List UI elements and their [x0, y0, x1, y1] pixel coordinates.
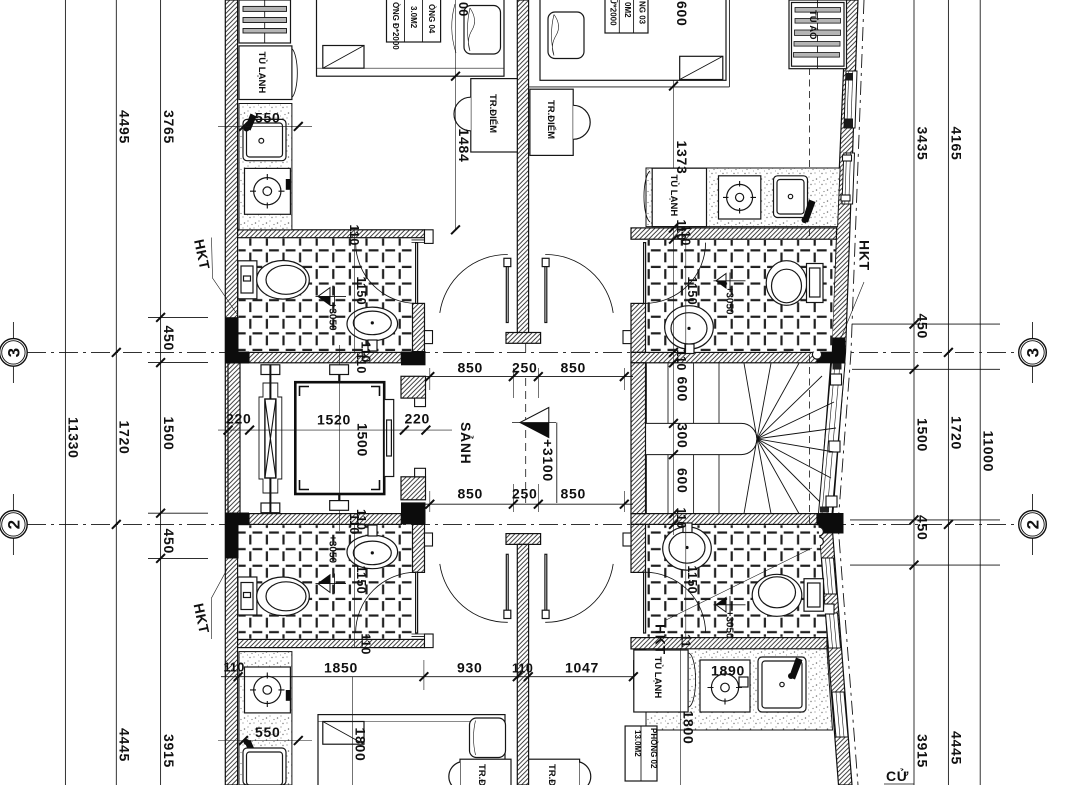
svg-text:1800: 1800 [681, 711, 697, 745]
svg-text:3765: 3765 [161, 110, 177, 144]
svg-text:2: 2 [1024, 520, 1043, 529]
svg-text:+3050: +3050 [327, 303, 338, 332]
svg-text:NG 03: NG 03 [638, 1, 647, 25]
svg-text:TỦ ÁO: TỦ ÁO [807, 10, 819, 40]
svg-text:11000: 11000 [980, 431, 996, 473]
svg-text:110: 110 [679, 225, 693, 246]
svg-text:1150: 1150 [354, 566, 368, 594]
svg-text:Ữ*2000: Ữ*2000 [609, 0, 618, 26]
svg-text:13.0M2: 13.0M2 [633, 730, 642, 757]
svg-text:1500: 1500 [355, 423, 371, 457]
svg-text:SẢNH: SẢNH [458, 422, 474, 464]
svg-text:600: 600 [675, 468, 691, 493]
svg-text:HKT: HKT [191, 602, 213, 636]
svg-text:550: 550 [255, 110, 280, 126]
svg-text:250: 250 [512, 360, 537, 376]
svg-text:110: 110 [512, 662, 533, 676]
svg-text:+3050: +3050 [724, 611, 735, 640]
svg-text:250: 250 [512, 486, 537, 502]
svg-text:1800: 1800 [353, 728, 369, 762]
svg-text:3915: 3915 [914, 734, 930, 768]
svg-text:600: 600 [674, 1, 690, 26]
svg-text:1150: 1150 [685, 566, 699, 594]
svg-text:1373: 1373 [674, 141, 690, 175]
svg-text:300: 300 [675, 423, 691, 448]
svg-text:00: 00 [456, 2, 470, 17]
svg-text:+3100: +3100 [540, 439, 556, 482]
svg-text:1484: 1484 [456, 129, 472, 163]
svg-text:3435: 3435 [914, 127, 930, 161]
svg-text:450: 450 [914, 515, 930, 540]
svg-text:TỦ LẠNH: TỦ LẠNH [668, 175, 680, 217]
svg-text:450: 450 [161, 529, 177, 554]
svg-text:1720: 1720 [117, 421, 133, 455]
svg-text:850: 850 [458, 360, 483, 376]
svg-text:110: 110 [359, 342, 373, 363]
svg-text:220: 220 [226, 411, 251, 427]
svg-text:HKT: HKT [857, 240, 873, 271]
svg-text:600: 600 [675, 377, 691, 402]
svg-text:1047: 1047 [565, 660, 599, 676]
svg-text:850: 850 [561, 360, 586, 376]
svg-text:4445: 4445 [949, 731, 965, 765]
svg-text:HKT: HKT [191, 238, 213, 272]
svg-text:1720: 1720 [949, 416, 965, 450]
svg-text:3.0M2: 3.0M2 [409, 6, 418, 29]
svg-text:110: 110 [347, 514, 361, 535]
svg-text:4165: 4165 [949, 127, 965, 161]
svg-text:110: 110 [347, 225, 361, 246]
svg-text:110: 110 [674, 350, 688, 371]
svg-text:110: 110 [354, 353, 368, 374]
svg-text:1500: 1500 [161, 417, 177, 451]
svg-text:110: 110 [674, 508, 688, 529]
svg-text:TR.ĐI: TR.ĐI [476, 764, 487, 785]
svg-text:TỦ LẠNH: TỦ LẠNH [652, 657, 664, 699]
svg-text:PHÒNG 02: PHÒNG 02 [649, 728, 658, 769]
svg-text:220: 220 [405, 411, 430, 427]
svg-text:CỬ: CỬ [886, 767, 909, 784]
svg-text:1150: 1150 [354, 277, 368, 305]
svg-text:1520: 1520 [317, 412, 351, 428]
svg-text:110: 110 [359, 634, 373, 655]
svg-text:TR.ĐIỂM: TR.ĐIỂM [545, 100, 557, 139]
svg-text:110: 110 [224, 661, 245, 675]
svg-text:+3050: +3050 [724, 287, 735, 316]
svg-text:450: 450 [914, 314, 930, 339]
svg-text:11330: 11330 [66, 417, 82, 459]
svg-text:3: 3 [1024, 348, 1043, 357]
svg-text:ÒNG 04: ÒNG 04 [427, 4, 436, 34]
svg-text:1500: 1500 [914, 418, 930, 452]
svg-text:850: 850 [458, 486, 483, 502]
svg-text:2: 2 [5, 520, 24, 529]
svg-text:+3050: +3050 [327, 535, 338, 564]
svg-text:0M2: 0M2 [623, 2, 632, 18]
svg-text:1890: 1890 [711, 663, 745, 679]
svg-text:3: 3 [5, 348, 24, 357]
svg-text:TỦ LẠNH: TỦ LẠNH [256, 52, 268, 94]
svg-text:TR.ĐI: TR.ĐI [546, 764, 557, 785]
svg-text:110: 110 [354, 509, 368, 530]
svg-text:1150: 1150 [685, 277, 699, 305]
svg-text:850: 850 [561, 486, 586, 502]
svg-text:550: 550 [255, 724, 280, 740]
svg-text:ỜNG Đ*2000: ỜNG Đ*2000 [391, 2, 400, 50]
svg-text:HKT: HKT [653, 624, 669, 655]
svg-text:4495: 4495 [117, 110, 133, 144]
svg-text:930: 930 [457, 660, 482, 676]
svg-text:110: 110 [674, 220, 688, 241]
svg-text:3915: 3915 [161, 734, 177, 768]
svg-text:1850: 1850 [324, 660, 358, 676]
svg-text:4445: 4445 [117, 728, 133, 762]
svg-text:450: 450 [161, 326, 177, 351]
svg-text:TR.ĐIỂM: TR.ĐIỂM [487, 94, 499, 133]
